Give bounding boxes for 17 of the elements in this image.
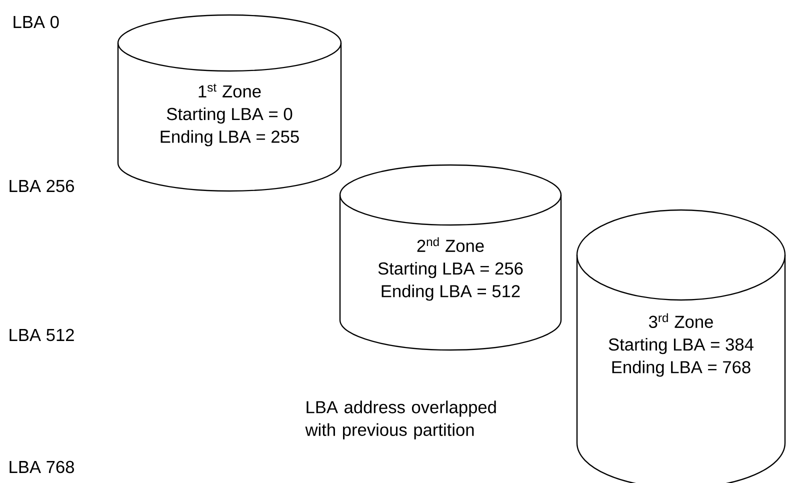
node-label: $\mathrm{2}^{\mathrm{nd}}\mathrm{\ Zone}$ <box>417 237 484 252</box>
cylinder: $\mathrm{1}^{\mathrm{st}}\mathrm{\ Zone}$ Starting LBA = 0 Ending LBA = 255 <box>117 14 342 192</box>
node-label: Ending LBA = 512 <box>382 284 520 301</box>
cylinder: $\mathrm{2}^{\mathrm{nd}}\mathrm{\ Zone}$ Starting LBA = 256 Ending LBA = 512 <box>339 164 562 351</box>
text-label: LBA 256 <box>10 180 74 192</box>
node-label: Starting LBA = 384 <box>608 338 754 354</box>
node-label: $\mathrm{1}^{\mathrm{st}}\mathrm{\ Zone}$ <box>198 84 261 98</box>
text-label: LBA 512 <box>10 328 74 342</box>
text-label: LBA address overlapped with previous partition <box>305 400 496 440</box>
node-label: Starting LBA = 0 <box>166 107 292 124</box>
node-label: Ending LBA = 768 <box>612 360 750 377</box>
text-label: LBA 0 <box>14 16 59 28</box>
cylinder: $\mathrm{3}^{\mathrm{rd}}\mathrm{\ Zone}$ Starting LBA = 384 Ending LBA = 768 <box>576 209 786 483</box>
node-label: Ending LBA = 255 <box>160 130 299 146</box>
node-label: $\mathrm{3}^{\mathrm{rd}}\mathrm{\ Zone}$ <box>648 313 713 328</box>
node-label: Starting LBA = 256 <box>378 262 523 278</box>
text-label: LBA 768 <box>10 460 74 474</box>
